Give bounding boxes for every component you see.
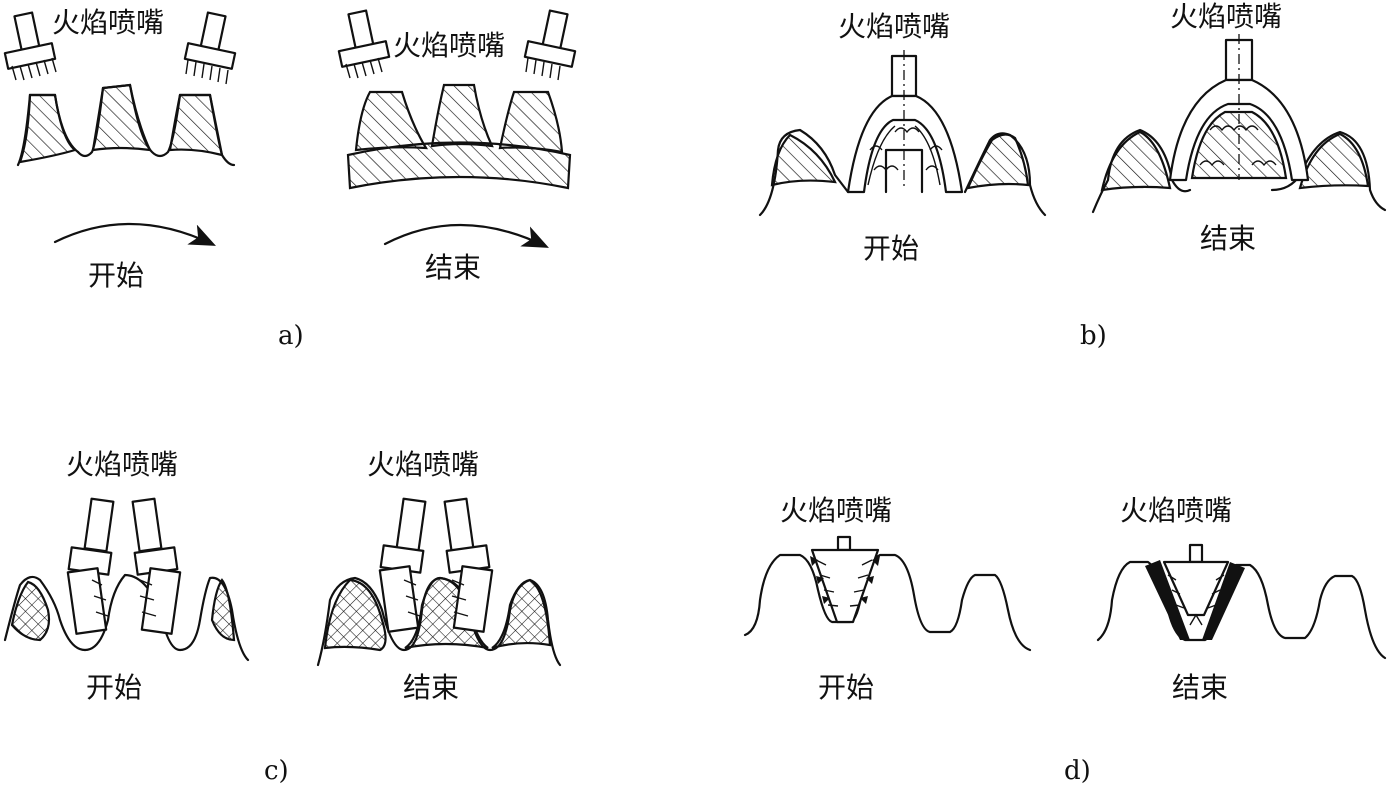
nozzle-right	[183, 11, 237, 85]
rotation-arrow	[383, 223, 549, 248]
nozzle-label: 火焰喷嘴	[66, 448, 178, 481]
nozzle-label: 火焰喷嘴	[1120, 494, 1232, 527]
nozzle-body	[810, 535, 880, 624]
nozzle-left	[3, 11, 57, 81]
panel-caption: d)	[1064, 756, 1091, 786]
nozzle-left	[337, 9, 391, 79]
nozzle-body	[1162, 543, 1230, 626]
nozzle-label: 火焰喷嘴	[1170, 0, 1282, 33]
nozzle-right	[523, 9, 577, 81]
state-label: 结束	[1172, 671, 1228, 704]
panel-a-end: 火焰喷嘴 结束	[337, 9, 577, 284]
panel-caption: b)	[1080, 321, 1107, 351]
panel-b-start: 火焰喷嘴 开始	[758, 10, 1047, 265]
panel-c-end: 火焰喷嘴 结束	[316, 448, 562, 704]
nozzle-body	[1168, 34, 1310, 182]
state-label: 结束	[403, 671, 459, 704]
state-label: 开始	[86, 671, 142, 704]
nozzle-label: 火焰喷嘴	[393, 29, 505, 62]
nozzle-label: 火焰喷嘴	[52, 6, 164, 39]
panel-c: 火焰喷嘴 开始 火焰喷嘴 结束 c)	[3, 448, 562, 786]
panel-a-start: 火焰喷嘴 开始	[3, 6, 237, 292]
state-label: 结束	[425, 251, 481, 284]
state-label: 开始	[88, 259, 144, 292]
panel-a: 火焰喷嘴 开始 火焰喷嘴 结束 a)	[3, 6, 577, 351]
panel-caption: c)	[264, 756, 289, 786]
nozzle-label: 火焰喷嘴	[780, 494, 892, 527]
panel-b: 火焰喷嘴 开始 火焰喷嘴 结束 b)	[758, 0, 1387, 351]
rotation-arrow	[53, 222, 216, 246]
nozzle-left	[66, 497, 115, 635]
state-label: 开始	[818, 671, 874, 704]
panel-c-start: 火焰喷嘴 开始	[3, 448, 250, 704]
state-label: 结束	[1200, 222, 1256, 255]
state-label: 开始	[863, 232, 919, 265]
nozzle-right	[131, 497, 182, 635]
panel-caption: a)	[278, 321, 304, 351]
panel-d: 火焰喷嘴 开始 火焰喷嘴 结束 d)	[743, 494, 1387, 786]
panel-d-start: 火焰喷嘴 开始	[743, 494, 1032, 704]
nozzle-right	[443, 497, 494, 633]
nozzle-body	[846, 50, 964, 194]
panel-d-end: 火焰喷嘴 结束	[1096, 494, 1387, 704]
nozzle-left	[378, 497, 427, 633]
nozzle-label: 火焰喷嘴	[838, 10, 950, 43]
panel-b-end: 火焰喷嘴 结束	[1091, 0, 1387, 255]
nozzle-label: 火焰喷嘴	[367, 448, 479, 481]
